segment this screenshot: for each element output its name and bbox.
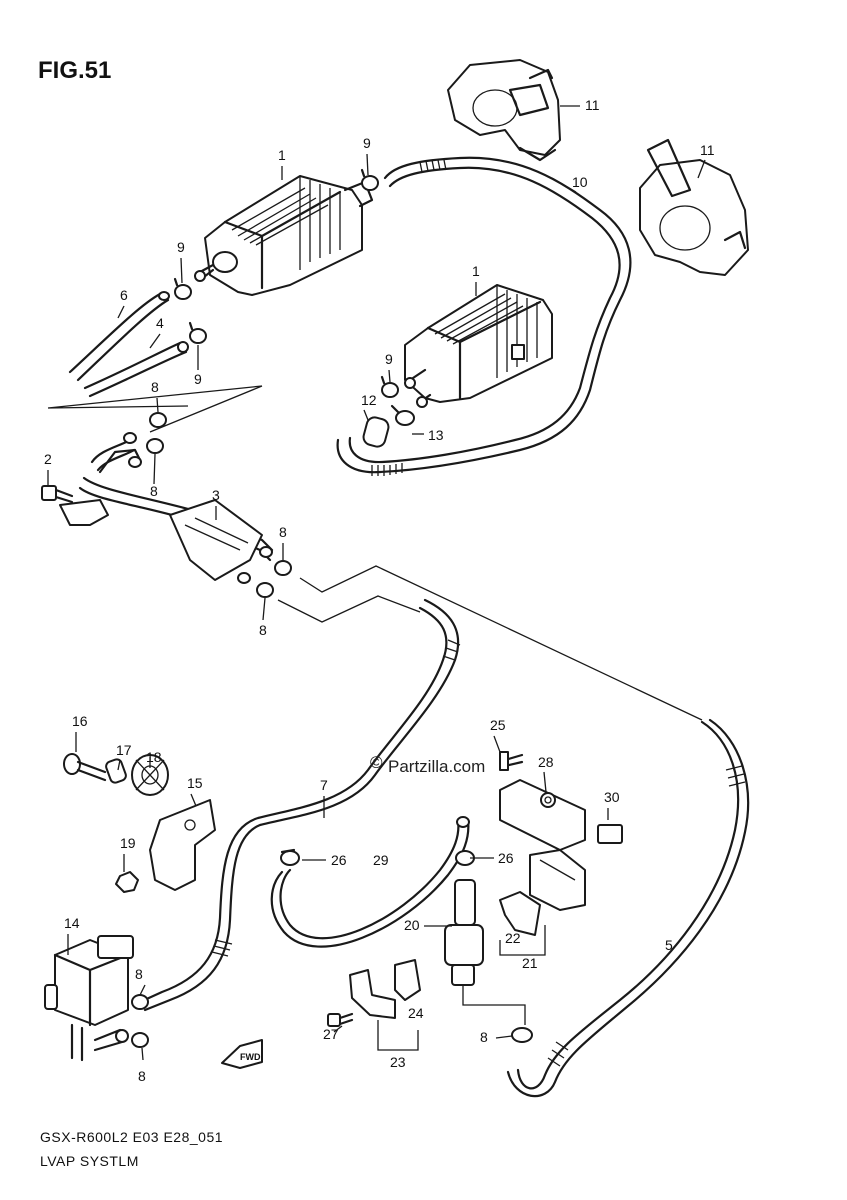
canister-lower [404, 284, 553, 408]
model-code: GSX-R600L2 E03 E28_051 [40, 1129, 223, 1145]
watermark: © Partzilla.com [370, 753, 485, 776]
screw-27 [327, 1012, 354, 1027]
callout-16: 16 [72, 713, 88, 729]
callout-8-b: 8 [150, 483, 158, 499]
clamp-9-c [188, 321, 207, 344]
callout-5: 5 [665, 937, 673, 953]
bolt-2 [41, 485, 74, 504]
callout-15: 15 [187, 775, 203, 791]
clamp-9-b [173, 277, 192, 300]
callout-27: 27 [323, 1026, 339, 1042]
callout-6: 6 [120, 287, 128, 303]
callout-1-upper: 1 [278, 147, 286, 163]
callout-labels: 1 1 2 3 4 5 6 7 8 8 8 8 8 8 8 8 9 9 9 9 … [44, 97, 715, 1084]
nut-28 [540, 792, 556, 808]
callout-8-c: 8 [279, 524, 287, 540]
callout-9-c: 9 [194, 371, 202, 387]
bolt-16 [63, 753, 107, 782]
watermark-text: Partzilla.com [388, 757, 485, 776]
callout-8-a: 8 [151, 379, 159, 395]
callout-19: 19 [120, 835, 136, 851]
callout-12: 12 [361, 392, 377, 408]
callout-29: 29 [373, 852, 389, 868]
clamp-9-a [360, 168, 379, 191]
fwd-arrow: FWD [221, 1039, 263, 1069]
collar-17 [105, 758, 127, 784]
tube-12 [362, 416, 390, 448]
clamp-9-d [380, 375, 399, 398]
canister-upper [194, 175, 374, 296]
clamp-11-upper [447, 59, 561, 162]
callout-8-d: 8 [259, 622, 267, 638]
watermark-symbol: © [370, 753, 383, 772]
callout-9-d: 9 [385, 351, 393, 367]
leader-hose-7 [277, 595, 421, 623]
hose-6 [68, 291, 170, 382]
callout-7: 7 [320, 777, 328, 793]
clamp-8-g [131, 1032, 149, 1048]
callout-30: 30 [604, 789, 620, 805]
callout-10: 10 [572, 174, 588, 190]
valve-14 [44, 935, 134, 1062]
leader-21-22 [499, 925, 546, 956]
callout-23: 23 [390, 1054, 406, 1070]
callout-8-f: 8 [138, 1068, 146, 1084]
screw-25 [499, 751, 524, 771]
hose-29 [270, 816, 470, 948]
fwd-label: FWD [240, 1052, 261, 1062]
clamp-8-a [149, 412, 167, 428]
leader-23 [377, 1020, 419, 1051]
callout-28: 28 [538, 754, 554, 770]
callout-1-lower: 1 [472, 263, 480, 279]
clamp-11-right [639, 138, 749, 276]
clamp-8-e [511, 1027, 533, 1043]
clamp-8-f [131, 994, 149, 1010]
clamp-13 [390, 404, 415, 426]
callout-21: 21 [522, 955, 538, 971]
callout-8-g: 8 [480, 1029, 488, 1045]
clamp-8-b [146, 438, 164, 454]
grommet-18 [131, 754, 169, 796]
callout-24: 24 [408, 1005, 424, 1021]
callout-8-e: 8 [135, 966, 143, 982]
clamp-8-c [274, 560, 292, 576]
hose-10 [336, 156, 632, 476]
system-name: LVAP SYSTLM [40, 1153, 139, 1169]
bracket-23 [349, 959, 421, 1019]
clamp-8-d [256, 582, 274, 598]
pipe-bracket-3 [59, 432, 274, 584]
bracket-21 [499, 779, 586, 911]
hose-4 [83, 341, 189, 398]
callout-leaders [47, 105, 706, 1061]
callout-2: 2 [44, 451, 52, 467]
callout-25: 25 [490, 717, 506, 733]
pad-30 [597, 824, 623, 844]
callout-26-a: 26 [331, 852, 347, 868]
leader-hose-5 [299, 565, 703, 721]
callout-11-right: 11 [700, 142, 715, 158]
callout-3: 3 [212, 487, 220, 503]
callout-9-b: 9 [177, 239, 185, 255]
valve-20 [444, 879, 526, 1025]
callout-22: 22 [505, 930, 521, 946]
callout-20: 20 [404, 917, 420, 933]
callout-17: 17 [116, 742, 132, 758]
callout-13: 13 [428, 427, 444, 443]
hose-5 [506, 718, 750, 1098]
callout-4: 4 [156, 315, 164, 331]
bracket-15 [149, 799, 216, 891]
hose-7 [138, 598, 461, 1012]
callout-11-upper: 11 [585, 97, 600, 113]
callout-18: 18 [146, 749, 162, 765]
callout-14: 14 [64, 915, 80, 931]
callout-26-b: 26 [498, 850, 514, 866]
nut-19 [115, 871, 139, 893]
clip-22 [499, 891, 541, 936]
clamp-26-a [280, 848, 300, 866]
leader-8-wedge [47, 385, 263, 433]
callout-9-a: 9 [363, 135, 371, 151]
figure-title: FIG.51 [38, 57, 111, 84]
